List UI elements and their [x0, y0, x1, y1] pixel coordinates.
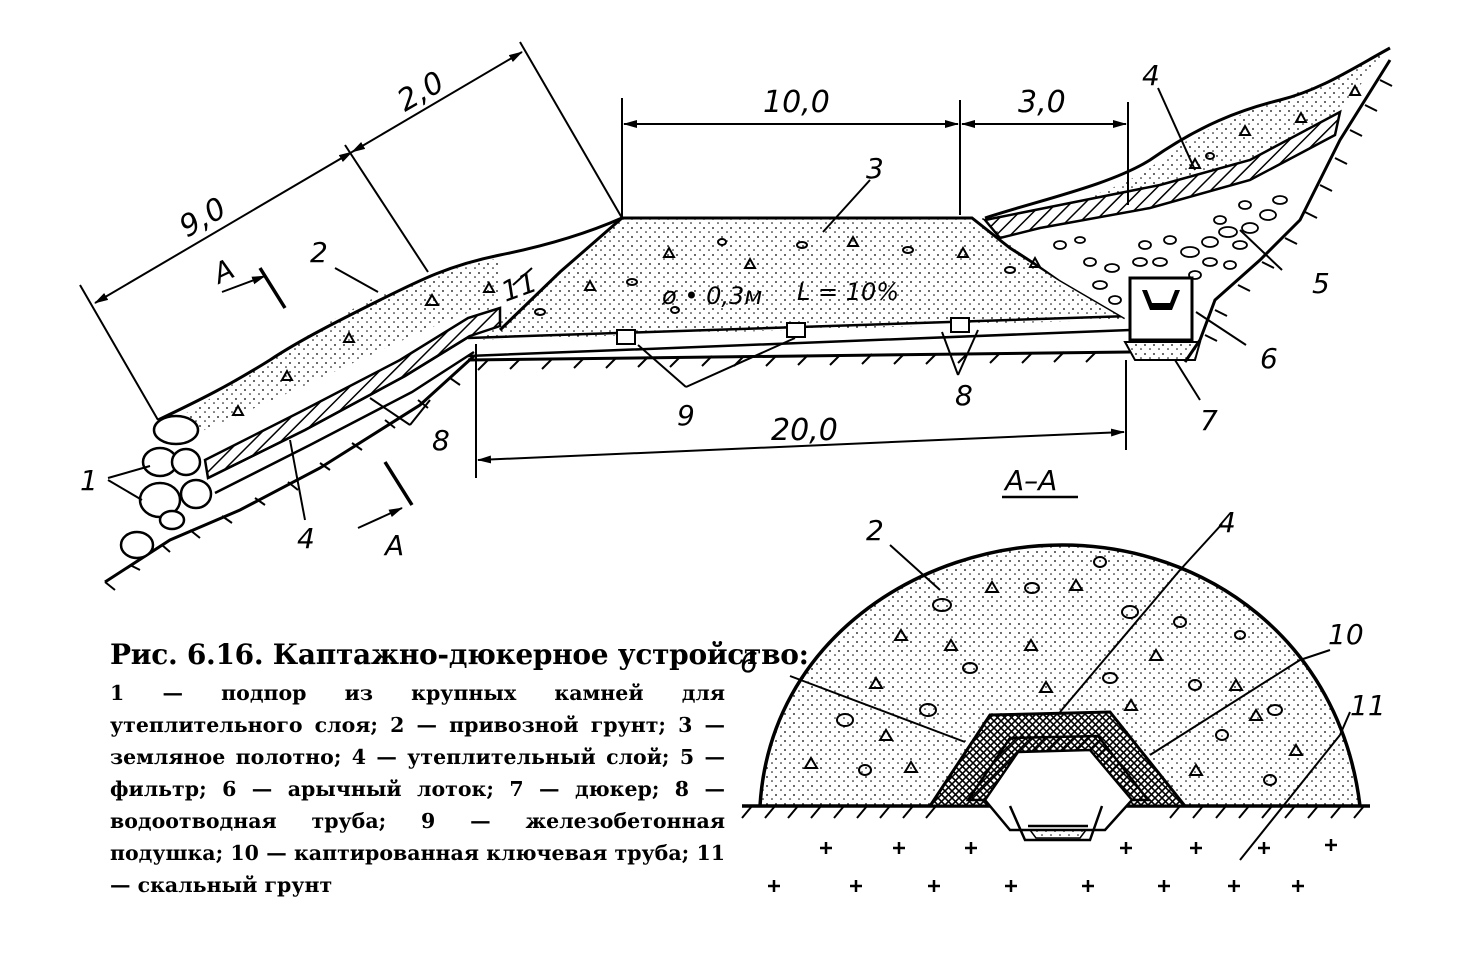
label-6: 6 [1260, 342, 1278, 375]
section-label-6: 6 [740, 646, 758, 679]
leader-lines [107, 87, 1283, 521]
mound-fill [760, 545, 1360, 806]
dimension-lines [79, 41, 1129, 478]
slope-ground-hatch [104, 377, 461, 591]
soil-aggregate-symbols [231, 83, 1362, 416]
section-aryk-tray [1008, 805, 1104, 842]
profile-drawing: 9,0 2,0 10,0 3,0 20,0 ø • 0,3м L = 10% А… [79, 41, 1393, 591]
section-boundary-lines [789, 523, 1351, 861]
slope-drain-pipe [207, 334, 475, 495]
hill-bedrock-line [1183, 59, 1392, 363]
dim-10-0: 10,0 [763, 85, 830, 120]
concrete-pads [616, 317, 970, 345]
caption-title: Рис. 6.16. Каптажно-дюкерное устройство: [110, 638, 809, 671]
dim-9-0: 9,0 [174, 191, 233, 245]
section-label-10: 10 [1328, 618, 1364, 651]
section-label-11: 11 [1350, 689, 1386, 722]
section-bedrock-crosses [768, 839, 1337, 892]
section-marker-bottom: А [357, 461, 414, 562]
hill-bedrock-hatch [1204, 79, 1393, 342]
hill-soil [1060, 52, 1385, 205]
section-label-4: 4 [1218, 506, 1236, 539]
label-4-right: 4 [1142, 59, 1160, 92]
label-4-left: 4 [297, 522, 315, 555]
base-ground-hatch [477, 351, 1097, 371]
slope-ground-line [104, 354, 476, 584]
section-label-2: 2 [866, 514, 884, 547]
figure-caption: Рис. 6.16. Каптажно-дюкерное устройство:… [110, 638, 809, 901]
label-3: 3 [866, 152, 884, 185]
pipe-diameter-note: ø • 0,3м [661, 282, 762, 310]
label-7: 7 [1200, 404, 1218, 437]
slope-note: L = 10% [797, 278, 899, 306]
filter-gravel [1000, 140, 1330, 318]
section-pipe-void [983, 748, 1134, 832]
label-9: 9 [677, 399, 695, 432]
label-2: 2 [310, 236, 328, 269]
dim-line-9-0 [94, 151, 353, 304]
dim-2-0: 2,0 [392, 65, 451, 119]
siphon-culvert [1123, 276, 1202, 361]
slope-surface-line [157, 216, 623, 422]
dim-line-2-0 [351, 51, 523, 153]
imported-soil-body [165, 258, 500, 432]
section-aggregate-symbols [803, 556, 1304, 786]
cross-section: А–А [740, 464, 1386, 892]
label-1: 1 [80, 464, 98, 497]
section-title: А–А [1003, 464, 1057, 497]
label-8-right: 8 [955, 379, 973, 412]
section-marker-top: А [206, 252, 287, 309]
mound-outline [758, 543, 1362, 807]
base-ground-line [467, 350, 1131, 362]
svg-text:А: А [383, 529, 404, 562]
dim-3-0: 3,0 [1018, 85, 1066, 120]
dim-20-0: 20,0 [771, 413, 838, 448]
label-8-left: 8 [432, 424, 450, 457]
label-5: 5 [1312, 267, 1330, 300]
filter-stones [1053, 195, 1288, 305]
dim-line-20-0 [477, 428, 1125, 464]
svg-text:А: А [206, 252, 239, 291]
section-ground-hatch [741, 805, 1365, 819]
aryk-tray-profile [1142, 290, 1180, 310]
boulder-support [119, 414, 213, 560]
caption-body: 1 — подпор из крупных камней для утеплит… [110, 681, 725, 897]
